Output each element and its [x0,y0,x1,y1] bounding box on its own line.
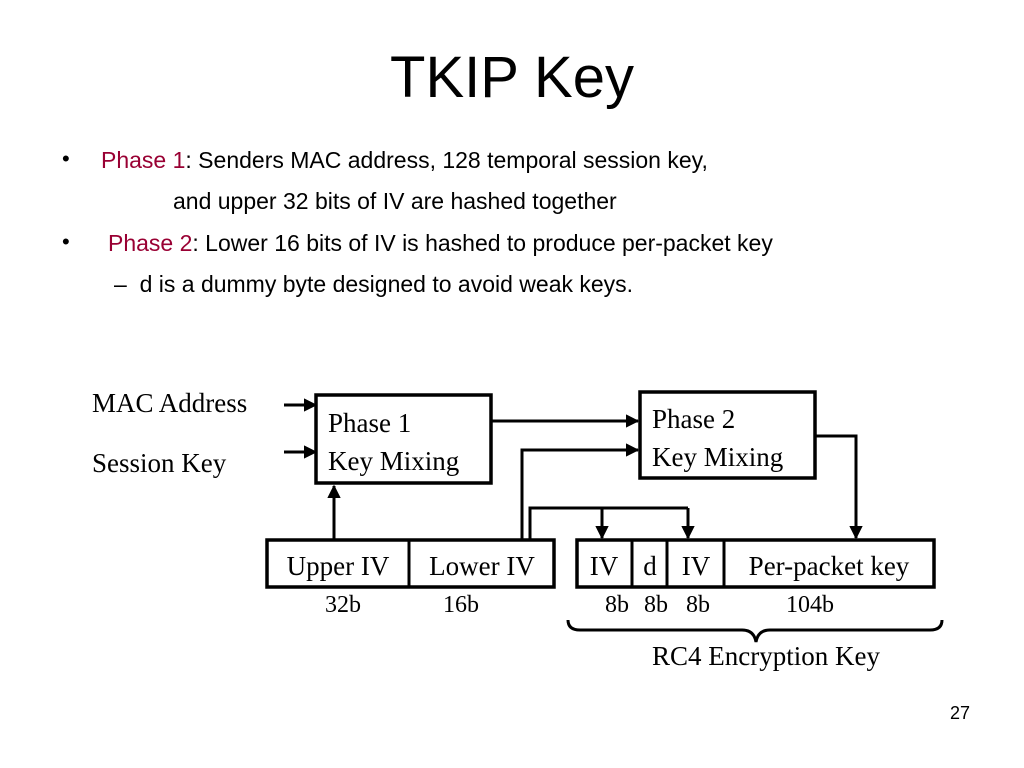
key-iv2-label: IV [682,551,711,581]
upper-iv-bits: 32b [325,592,361,618]
mac-address-label: MAC Address [92,388,247,418]
bullet-2-text: : Lower 16 bits of IV is hashed to produ… [192,230,773,256]
phase2-to-ppk-arrow [815,434,863,540]
iv-input-fields: Upper IV Lower IV 32b 16b [265,538,556,618]
connectors [327,414,863,540]
phase-1-rect [314,393,493,485]
phase-2-rect [638,390,817,480]
bullet-phase-1: Phase 1: Senders MAC address, 128 tempor… [101,145,708,175]
phase-1-box-line2: Key Mixing [328,446,459,476]
rc4-encryption-key-label: RC4 Encryption Key [652,641,880,671]
phase-1-box: Phase 1 Key Mixing [314,393,493,485]
bits-iv1: 8b [605,592,629,618]
bits-iv2: 8b [686,592,710,618]
key-iv1-label: IV [590,551,619,581]
slide-title: TKIP Key [390,45,634,110]
rc4-key-fields: IV d IV Per-packet key 8b 8b 8b 104b [575,538,936,618]
lower-iv-bits: 16b [443,592,479,618]
input-labels: MAC Address Session Key [92,388,247,478]
phase-1-box-line1: Phase 1 [328,408,411,438]
lower-iv-label: Lower IV [429,551,535,581]
per-packet-key-label: Per-packet key [749,551,910,581]
key-fields-rect [575,538,936,589]
page-number: 27 [949,703,970,723]
key-dummy-label: d [643,551,657,581]
input-arrows [284,398,318,459]
session-key-label: Session Key [92,448,227,478]
phase-2-box-line1: Phase 2 [652,404,735,434]
upper-iv-label: Upper IV [287,551,390,581]
lower-iv-branch [528,506,688,540]
bullet-marker: • [62,146,70,171]
bullet-1-text: : Senders MAC address, 128 temporal sess… [185,147,708,173]
bullet-marker: • [62,229,70,254]
sub-bullet: – d is a dummy byte designed to avoid we… [114,269,633,299]
lower-iv-to-phase2-arrow [520,443,640,540]
rc4-brace [566,619,944,643]
sub-bullet-marker: – [114,271,127,297]
bullet-1-continuation: and upper 32 bits of IV are hashed toget… [173,188,617,214]
phase-2-box-line2: Key Mixing [652,442,783,472]
sub-bullet-text: d is a dummy byte designed to avoid weak… [139,271,634,297]
bits-ppk: 104b [786,592,834,618]
bits-dummy: 8b [644,592,668,618]
phase-1-label: Phase 1 [101,147,186,173]
bullet-phase-2: Phase 2: Lower 16 bits of IV is hashed t… [108,228,773,258]
phase-2-box: Phase 2 Key Mixing [638,390,817,480]
phase-2-label: Phase 2 [108,230,193,256]
